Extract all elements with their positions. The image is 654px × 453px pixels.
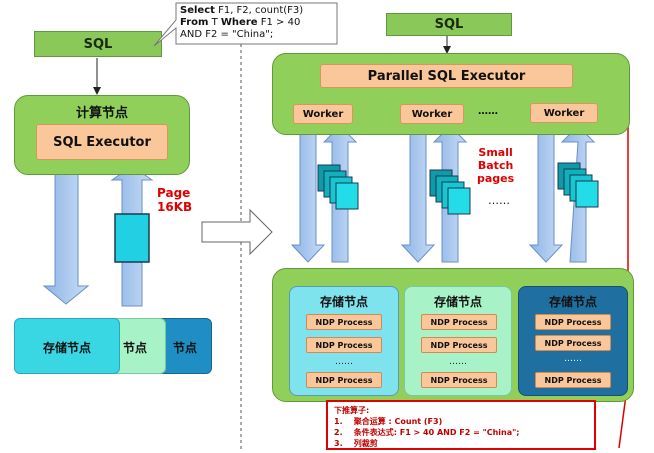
page-label-line1: Page	[157, 186, 191, 200]
pushdown-note-item-1: 1. 聚合运算 : Count (F3)	[334, 417, 443, 426]
storage-node-2-title: 存储节点	[433, 295, 482, 309]
worker-label-1: Worker	[302, 108, 344, 120]
right-sql-label: SQL	[434, 17, 464, 32]
ndp-process-1-1: NDP Process	[306, 314, 382, 330]
page-size-label: Page 16KB	[157, 186, 192, 214]
page-stack-3	[557, 162, 599, 208]
storage-tab-front: 存储节点	[14, 318, 120, 374]
compute-node-panel: 计算节点 SQL Executor	[14, 95, 190, 175]
parallel-executor-box: Parallel SQL Executor	[320, 64, 573, 88]
query-line3: AND F2 = "China";	[180, 29, 274, 40]
query-line2: From T Where F1 > 40	[180, 17, 301, 28]
left-down-arrow	[42, 171, 90, 305]
sql-executor-box: SQL Executor	[36, 124, 168, 160]
worker-box-1: Worker	[293, 104, 353, 124]
worker-label-3: Worker	[543, 107, 585, 119]
pushdown-note-item-2: 2. 条件表达式: F1 > 40 AND F2 = "China";	[334, 428, 520, 437]
storage-node-3: 存储节点 NDP Process NDP Process …… NDP Proc…	[518, 286, 628, 396]
page-icon	[114, 213, 150, 263]
ndp-process-2-3: NDP Process	[421, 372, 497, 388]
pushdown-note-title: 下推算子:	[334, 406, 370, 415]
pushdown-note: 下推算子: 1. 聚合运算 : Count (F3) 2. 条件表达式: F1 …	[326, 400, 596, 450]
storage-tab-middle-label: 节点	[122, 341, 147, 355]
ndp-ellipsis-3: ……	[564, 354, 582, 364]
page-stack-2	[429, 169, 471, 215]
worker-label-2: Worker	[411, 108, 453, 120]
ndp-ellipsis-1: ……	[335, 357, 353, 367]
ndp-process-1-2: NDP Process	[306, 337, 382, 353]
sql-executor-label: SQL Executor	[53, 134, 151, 150]
storage-tab-front-label: 存储节点	[42, 341, 91, 355]
query-callout-text: Select F1, F2, count(F3) From T Where F1…	[180, 5, 303, 41]
right-sql-box: SQL	[386, 13, 512, 36]
ndp-ellipsis-2: ……	[449, 357, 467, 367]
batch-label: Small Batch pages	[477, 146, 514, 185]
storage-node-3-title: 存储节点	[548, 295, 597, 309]
compute-node-title: 计算节点	[75, 106, 128, 121]
transition-arrow	[201, 208, 273, 256]
left-sql-box: SQL	[34, 31, 162, 57]
batch-label-line2: Batch	[477, 159, 514, 172]
worker-box-2: Worker	[400, 104, 464, 124]
ndp-process-2-2: NDP Process	[421, 337, 497, 353]
parallel-executor-label: Parallel SQL Executor	[367, 68, 526, 84]
left-sql-label: SQL	[83, 36, 113, 52]
ndp-process-3-3: NDP Process	[535, 372, 611, 388]
ndp-process-2-1: NDP Process	[421, 314, 497, 330]
storage-panel: 存储节点 NDP Process NDP Process …… NDP Proc…	[272, 268, 634, 402]
storage-node-1: 存储节点 NDP Process NDP Process …… NDP Proc…	[289, 286, 399, 396]
ndp-process-3-2: NDP Process	[535, 335, 611, 351]
ndp-process-3-1: NDP Process	[535, 314, 611, 330]
batch-label-line1: Small	[478, 146, 513, 159]
page-stack-1	[317, 164, 359, 210]
storage-node-1-title: 存储节点	[319, 295, 368, 309]
storage-tab-back-label: 节点	[172, 341, 197, 355]
query-line1: Select F1, F2, count(F3)	[180, 5, 304, 16]
storage-node-2: 存储节点 NDP Process NDP Process …… NDP Proc…	[404, 286, 512, 396]
workers-ellipsis: ……	[478, 106, 498, 117]
parallel-executor-panel: Parallel SQL Executor Worker Worker …… W…	[272, 53, 630, 135]
worker-box-3: Worker	[530, 103, 598, 123]
pushdown-note-item-3: 3. 列裁剪	[334, 439, 378, 448]
ndp-process-1-3: NDP Process	[306, 372, 382, 388]
batch-label-line3: pages	[477, 172, 515, 185]
query-callout-shape	[153, 2, 338, 47]
batch-ellipsis: ……	[488, 194, 510, 207]
page-label-line2: 16KB	[157, 200, 193, 214]
